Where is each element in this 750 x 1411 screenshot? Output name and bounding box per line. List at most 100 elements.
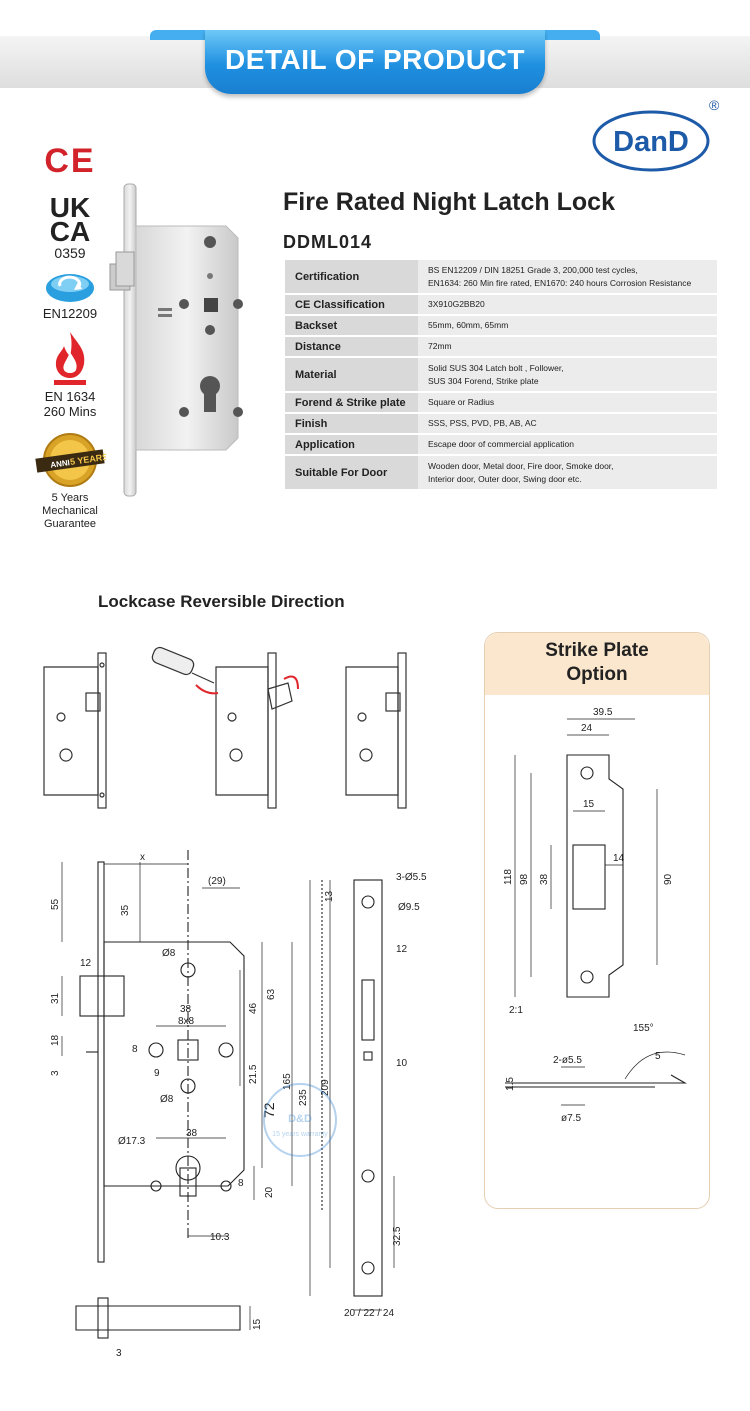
- strike-dim-118: 118: [503, 869, 514, 885]
- dim-18: 18: [50, 1034, 61, 1046]
- watermark: D&D 15 years warranty: [263, 1083, 337, 1157]
- dim-8x8: 8x8: [178, 1016, 195, 1027]
- dim-3-bottom: 3: [116, 1348, 122, 1359]
- en1634-label: EN 1634 260 Mins: [22, 389, 118, 419]
- spec-value-line: BS EN12209 / DIN 18251 Grade 3, 200,000 …: [428, 264, 638, 275]
- dand-logo: DanD: [592, 110, 710, 172]
- logo-text: DanD: [613, 126, 689, 158]
- lockcase-step-2: [151, 646, 299, 809]
- dim-38-bottom: 38: [186, 1128, 198, 1139]
- strike-dim-24: 24: [581, 723, 593, 734]
- en12209-icon: [46, 274, 94, 302]
- dim-widths: 20 / 22 / 24: [344, 1308, 394, 1319]
- strike-dim-15: 15: [583, 799, 595, 810]
- spec-value-line: 3X910G2BB20: [428, 299, 485, 309]
- dim-35: 35: [120, 904, 131, 916]
- spec-value: 72mm: [418, 337, 717, 356]
- spec-row: Distance 72mm: [285, 337, 717, 356]
- spec-label: Forend & Strike plate: [285, 393, 418, 412]
- strike-thick: 1.5: [505, 1077, 516, 1091]
- dim-8-bottom: 8: [238, 1178, 244, 1189]
- dim-o17-3: Ø17.3: [118, 1136, 146, 1147]
- strike-dim-39-5: 39.5: [593, 707, 613, 718]
- reversible-heading: Lockcase Reversible Direction: [98, 592, 345, 611]
- dim-20: 20: [264, 1186, 275, 1198]
- spec-label: Backset: [285, 316, 418, 335]
- dim-29: (29): [208, 876, 226, 887]
- guarantee-line1: 5 Years: [51, 492, 89, 504]
- spec-row: Forend & Strike plate Square or Radius: [285, 393, 717, 412]
- strike-scale: 2:1: [509, 1005, 523, 1016]
- strike-countersink: ø7.5: [561, 1113, 581, 1124]
- strike-dim-38: 38: [539, 873, 550, 885]
- strike-bend: 5: [655, 1051, 661, 1062]
- ukca-mark: UK CA: [22, 194, 118, 247]
- en12209-label: EN12209: [42, 306, 98, 321]
- lock-product-photo: [109, 183, 243, 497]
- spec-label: Material: [285, 358, 418, 391]
- guarantee-line3: Guarantee: [44, 518, 96, 530]
- spec-value: SSS, PSS, PVD, PB, AB, AC: [418, 414, 717, 433]
- watermark-line1: D&D: [288, 1113, 312, 1125]
- strike-plate-heading: Strike Plate Option: [485, 633, 709, 695]
- spec-label: Application: [285, 435, 418, 454]
- dim-21-5: 21.5: [248, 1064, 259, 1084]
- dim-55: 55: [50, 898, 61, 910]
- strike-dim-98: 98: [519, 873, 530, 885]
- spec-value: Square or Radius: [418, 393, 717, 412]
- spec-value-line: 72mm: [428, 341, 452, 351]
- fire-icon: [54, 332, 86, 385]
- dim-32-5: 32.5: [392, 1226, 403, 1246]
- badge-anni: ANNI: [50, 458, 71, 470]
- spec-value-line: 55mm, 60mm, 65mm: [428, 320, 509, 330]
- strike-plate-drawing: 39.5 24 118 98 38 15 14 90 2:1 155° 5 2-…: [503, 707, 688, 1124]
- spec-value-line: Wooden door, Metal door, Fire door, Smok…: [428, 460, 614, 471]
- spec-value-line: EN1634: 260 Min fire rated, EN1670: 240 …: [428, 277, 692, 288]
- dim-9: 9: [154, 1068, 160, 1079]
- dim-13: 13: [324, 890, 335, 902]
- spec-value: BS EN12209 / DIN 18251 Grade 3, 200,000 …: [418, 260, 717, 293]
- dim-screws: 3-Ø5.5: [396, 872, 427, 883]
- spec-value-line: SSS, PSS, PVD, PB, AB, AC: [428, 418, 537, 428]
- en1634-line1: EN 1634: [44, 389, 96, 404]
- lockcase-step-1: [43, 652, 107, 809]
- guarantee-line2: Mechanical: [42, 505, 98, 517]
- strike-title-line2: Option: [566, 664, 628, 685]
- spec-row: Finish SSS, PSS, PVD, PB, AB, AC: [285, 414, 717, 433]
- spec-label: Distance: [285, 337, 418, 356]
- spec-label: Finish: [285, 414, 418, 433]
- dim-10: 10: [396, 1058, 408, 1069]
- product-model: DDML014: [283, 232, 373, 252]
- dim-o9-5: Ø9.5: [398, 902, 420, 913]
- dim-8: 8: [132, 1044, 138, 1055]
- dim-46: 46: [248, 1002, 259, 1014]
- dim-38-top: 38: [180, 1004, 192, 1015]
- technical-drawing: x (29) 35 55 12 31 18 3 Ø8 38 8x8 8 9 Ø8…: [50, 850, 427, 1359]
- spec-row: Suitable For Door Wooden door, Metal door…: [285, 456, 717, 489]
- spec-value-line: Interior door, Outer door, Swing door et…: [428, 473, 582, 484]
- guarantee-badge: ANNI 5 YEARS: [35, 433, 106, 487]
- spec-value: 3X910G2BB20: [418, 295, 717, 314]
- watermark-line2: 15 years warranty: [272, 1131, 328, 1138]
- dim-o8-bottom: Ø8: [160, 1094, 174, 1105]
- dim-72: 72: [261, 1102, 277, 1118]
- banner-title: DETAIL OF PRODUCT: [225, 44, 525, 75]
- dim-235: 235: [298, 1089, 309, 1106]
- dim-x: x: [140, 852, 145, 863]
- dim-63: 63: [266, 988, 277, 1000]
- ukca-bottom: CA: [49, 216, 91, 247]
- spec-value: Solid SUS 304 Latch bolt , Follower,SUS …: [418, 358, 717, 391]
- spec-value-line: Square or Radius: [428, 397, 495, 407]
- badge-years: 5 YEARS: [69, 452, 106, 467]
- banner: [205, 30, 545, 94]
- spec-value: 55mm, 60mm, 65mm: [418, 316, 717, 335]
- spec-value-line: Solid SUS 304 Latch bolt , Follower,: [428, 362, 564, 373]
- spec-label: Suitable For Door: [285, 456, 418, 489]
- en1634-line2: 260 Mins: [43, 404, 97, 419]
- dim-12-forend: 12: [396, 944, 408, 955]
- strike-angle: 155°: [633, 1023, 654, 1034]
- spec-value: Escape door of commercial application: [418, 435, 717, 454]
- strike-plate-panel: Strike Plate Option 39.5 24 118 98 38 15…: [484, 632, 710, 1209]
